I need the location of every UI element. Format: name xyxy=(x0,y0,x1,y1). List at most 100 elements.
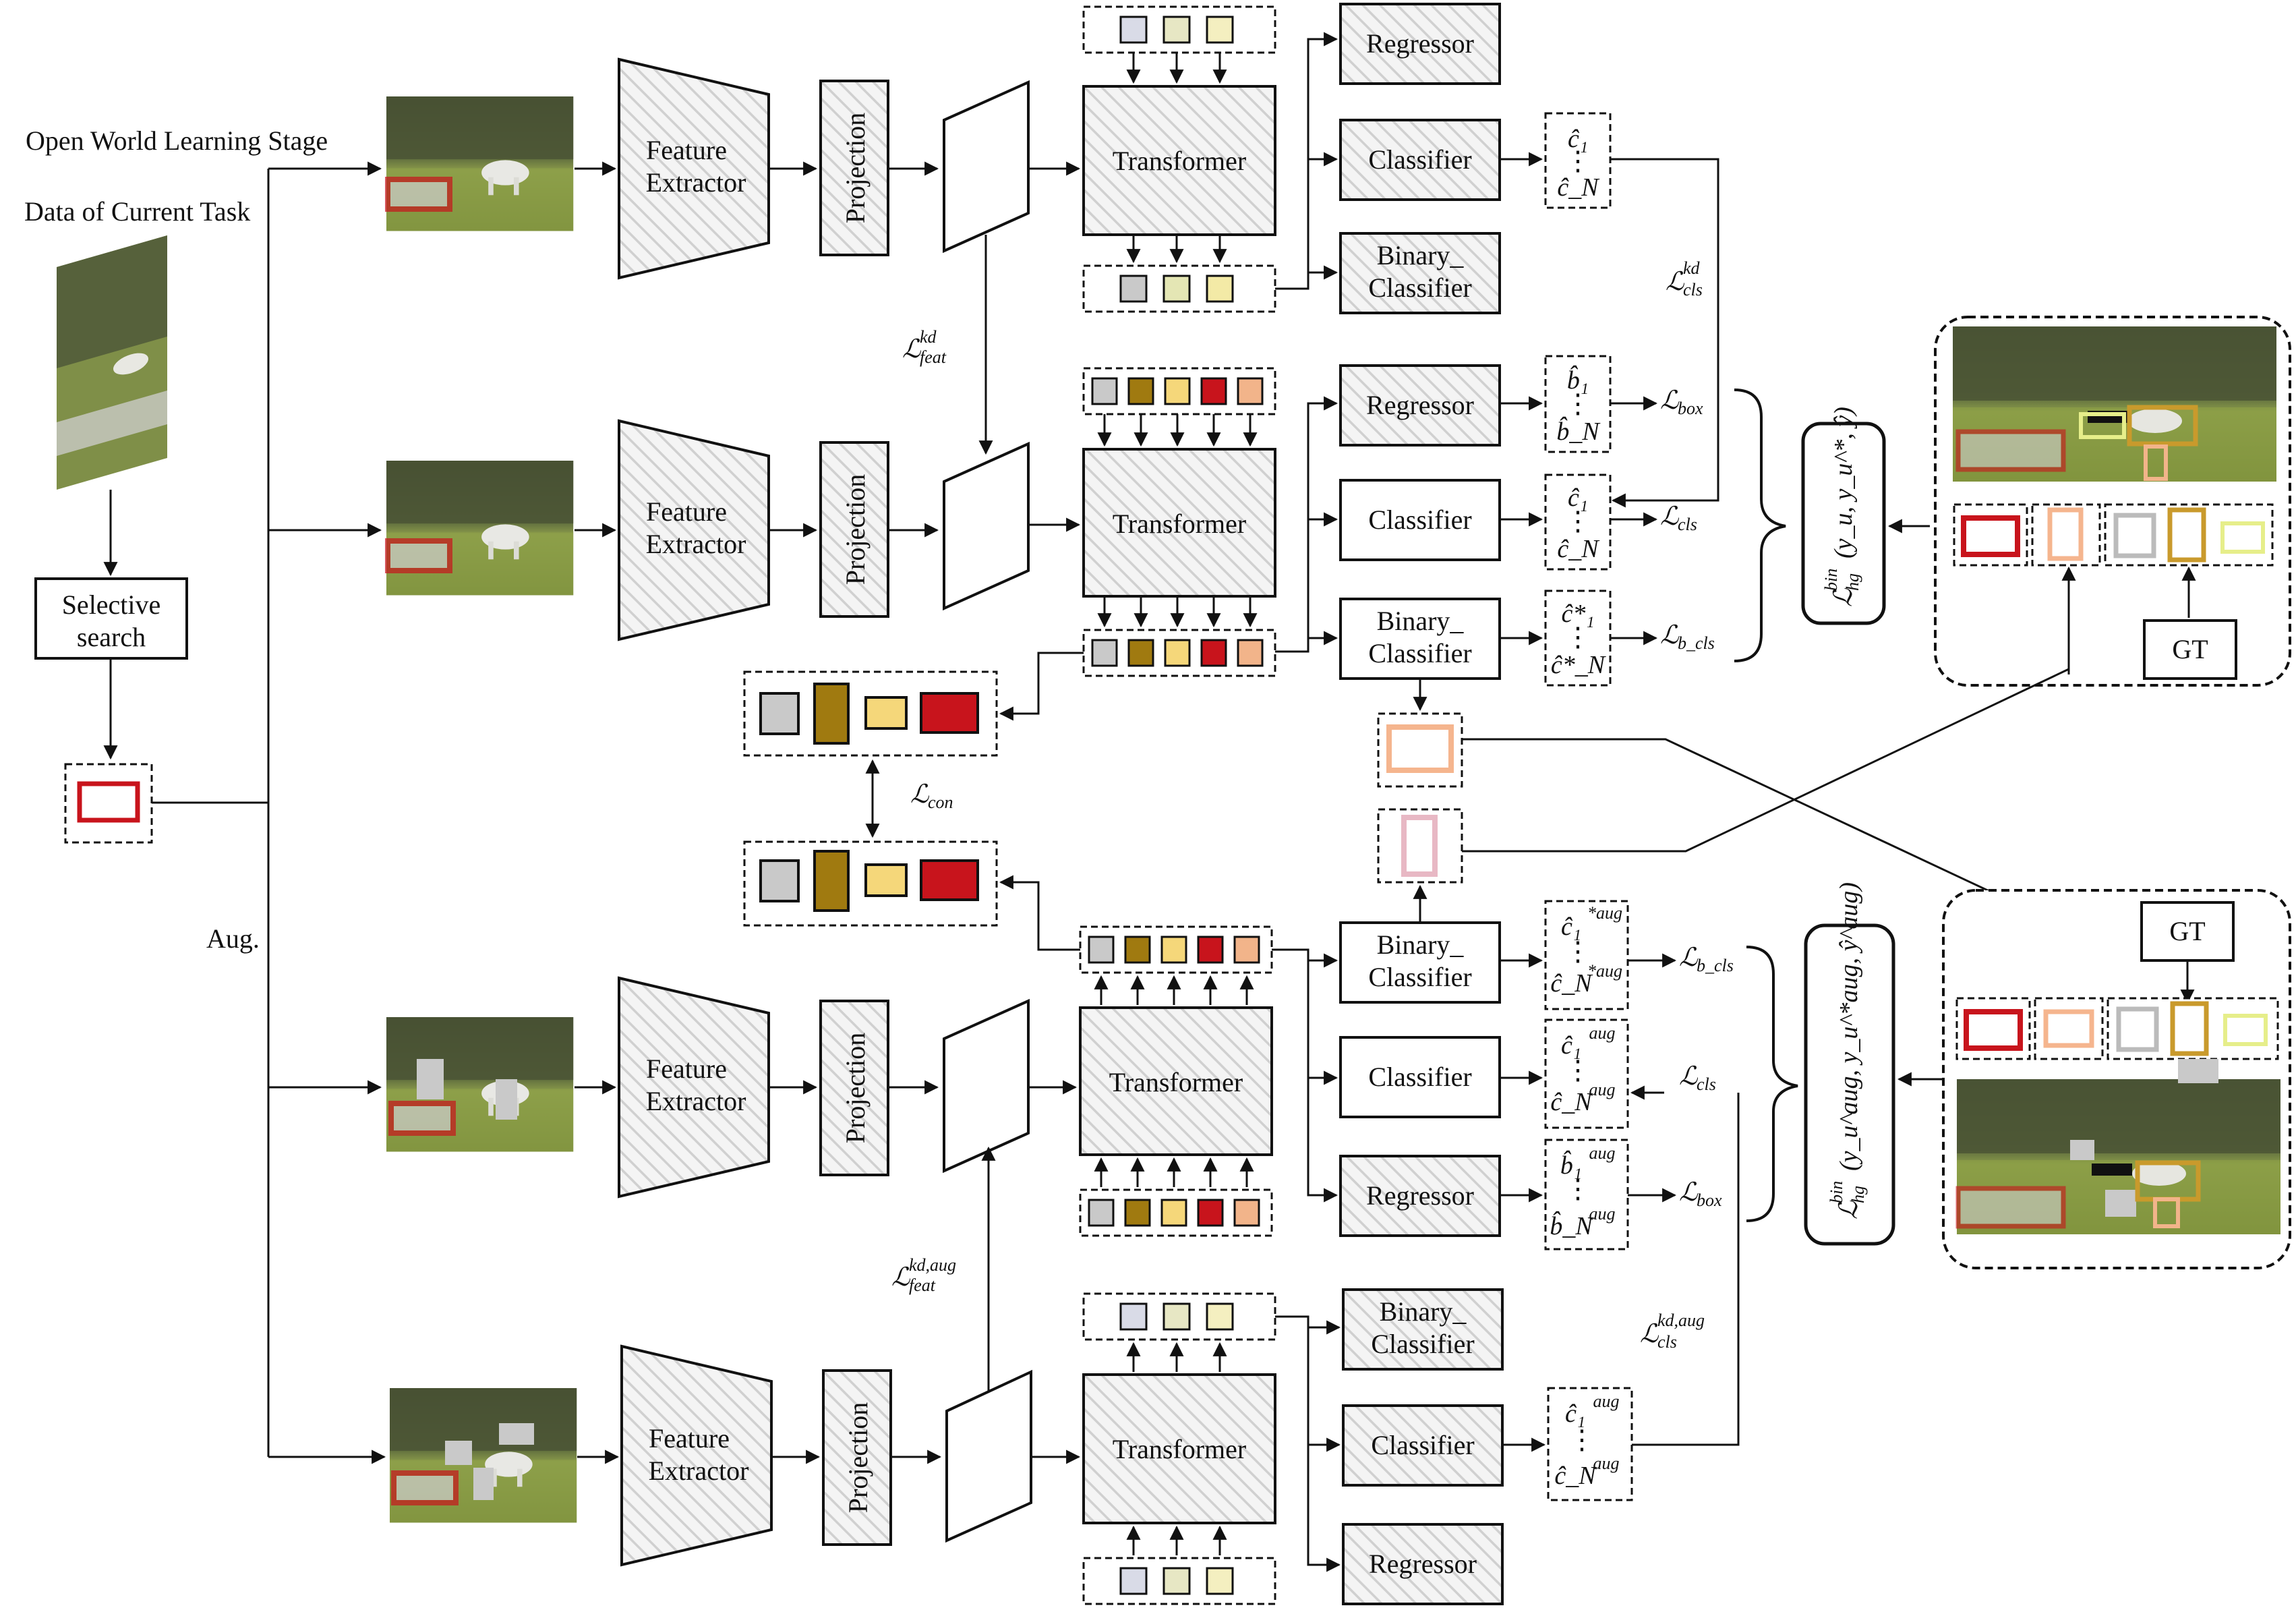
row4-regressor-label: Regressor xyxy=(1369,1549,1477,1579)
row2-feature-extractor xyxy=(618,419,770,641)
selective-search-label-1: Selective xyxy=(62,590,161,620)
row1-dots: ⋮ xyxy=(1564,146,1591,176)
row3-fe-label-2: Extractor xyxy=(646,1086,746,1116)
row3-brace xyxy=(1746,946,1798,1222)
row1-classifier xyxy=(1339,119,1501,201)
row4-fe-label-1: Feature xyxy=(649,1423,730,1454)
row2-regressor xyxy=(1339,364,1501,447)
row3-cN-sup: aug xyxy=(1589,1080,1616,1099)
row1-class-preds xyxy=(1544,112,1612,209)
row4-feature-extractor xyxy=(620,1344,773,1567)
row4-projection-label: Projection xyxy=(843,1402,873,1513)
row1-c1: ĉ₁ xyxy=(1568,125,1588,153)
row1-cN: ĉ_N xyxy=(1557,173,1600,202)
row3-b1: b̂₁ xyxy=(1560,1150,1582,1180)
row2-box-preds xyxy=(1544,355,1612,453)
row3-csN: ĉ_N xyxy=(1550,969,1593,998)
row4-transformer-label: Transformer xyxy=(1113,1434,1247,1464)
loss-cls-kd-sub: cls xyxy=(1683,280,1703,299)
row1-bc-label-2: Classifier xyxy=(1368,272,1471,303)
row3-transformer xyxy=(1079,1006,1273,1156)
row3-regressor xyxy=(1339,1155,1501,1237)
loss-bcls-sub: b_cls xyxy=(1678,633,1715,653)
gt-box-bottom xyxy=(2140,901,2235,962)
row2-csN: ĉ*_N xyxy=(1551,651,1607,679)
row3-b1-sup: aug xyxy=(1589,1143,1616,1163)
row4-class-preds xyxy=(1547,1387,1633,1501)
pseudo-box-bottom xyxy=(1377,808,1463,884)
row3-projection-label: Projection xyxy=(840,1033,871,1143)
loss-bcls: ℒ xyxy=(1660,621,1680,650)
loss-bcls-aug-sub: b_cls xyxy=(1697,956,1734,975)
row3-binary-classifier xyxy=(1339,921,1501,1004)
loss-hg-aug: ℒ xyxy=(1835,1200,1863,1219)
row2-bc-label-2: Classifier xyxy=(1368,638,1471,668)
row4-classifier xyxy=(1342,1404,1504,1487)
row1-bc-label-1: Binary_ xyxy=(1377,240,1465,270)
stage-title: Open World Learning Stage xyxy=(26,125,328,156)
row1-fe-label-1: Feature xyxy=(646,135,727,165)
row4-transformer xyxy=(1082,1373,1276,1524)
row2-fe-label-1: Feature xyxy=(646,496,727,527)
row1-classifier-label: Classifier xyxy=(1368,144,1471,175)
loss-con: ℒ xyxy=(910,780,930,809)
gt-box-top xyxy=(2143,619,2237,680)
row4-bc-label-2: Classifier xyxy=(1371,1329,1474,1359)
row2-fe-label-2: Extractor xyxy=(646,529,746,559)
row2-transformer-label: Transformer xyxy=(1113,509,1247,539)
row1-projection-label: Projection xyxy=(840,113,871,223)
row4-binary-classifier xyxy=(1342,1288,1504,1371)
row3-regressor-label: Regressor xyxy=(1366,1180,1474,1211)
row4-cdots: ⋮ xyxy=(1568,1425,1595,1455)
row4-regressor xyxy=(1342,1523,1504,1605)
row2-cN: ĉ_N xyxy=(1557,535,1600,563)
row2-classifier xyxy=(1339,479,1501,561)
row4-c1: ĉ₁ xyxy=(1565,1400,1585,1428)
loss-box-aug-sub: box xyxy=(1697,1190,1722,1210)
loss-cls-kd-aug-sub: cls xyxy=(1657,1332,1677,1352)
loss-hg-sup: bin xyxy=(1821,569,1841,591)
loss-box-sub: box xyxy=(1678,399,1703,418)
row2-image xyxy=(386,461,574,596)
row3-projection xyxy=(819,1000,889,1176)
row4-fe-label-2: Extractor xyxy=(649,1456,749,1486)
row2-b1: b̂₁ xyxy=(1567,365,1589,395)
loss-feat-kd-sup: kd xyxy=(920,327,937,347)
row2-brace xyxy=(1734,389,1786,662)
row3-bdots: ⋮ xyxy=(1564,1174,1591,1204)
row1-binary-classifier xyxy=(1339,232,1501,314)
loss-bcls-aug: ℒ xyxy=(1679,944,1699,972)
selective-search-label-2: search xyxy=(77,622,146,652)
row3-bin-preds xyxy=(1544,900,1629,1010)
row1-regressor xyxy=(1339,3,1501,85)
row3-classifier xyxy=(1339,1036,1501,1118)
loss-hg-args: (y_u, y_u^*, ŷ) xyxy=(1829,407,1858,558)
row3-fe-label-1: Feature xyxy=(646,1054,727,1084)
data-title: Data of Current Task xyxy=(24,196,250,227)
row3-cdots: ⋮ xyxy=(1564,1055,1591,1085)
row2-transformer xyxy=(1082,448,1276,598)
row2-cs1: ĉ*₁ xyxy=(1561,600,1594,628)
loss-hg-box xyxy=(1801,422,1886,625)
row2-bN: b̂_N xyxy=(1556,416,1601,446)
row3-csN-sup: *aug xyxy=(1587,961,1622,981)
row3-c1-sup: aug xyxy=(1589,1023,1616,1043)
loss-cls-kd-sup: kd xyxy=(1683,258,1701,278)
loss-feat-kd-aug: ℒ xyxy=(891,1263,911,1292)
row1-feature-map xyxy=(943,80,1030,254)
row2-bdots: ⋮ xyxy=(1564,389,1591,419)
row3-class-preds xyxy=(1544,1018,1629,1129)
row3-cs1-sup: *aug xyxy=(1587,903,1622,923)
row3-classifier-label: Classifier xyxy=(1368,1062,1471,1092)
row4-classifier-label: Classifier xyxy=(1371,1430,1474,1460)
row2-csdots: ⋮ xyxy=(1564,622,1591,652)
row3-csdots: ⋮ xyxy=(1564,936,1591,967)
row2-feature-map xyxy=(943,441,1030,611)
input-image xyxy=(57,235,167,490)
row3-feature-map xyxy=(943,998,1030,1174)
row1-fe-label-2: Extractor xyxy=(646,167,746,198)
loss-con-sub: con xyxy=(928,793,953,812)
aug-label: Aug. xyxy=(206,923,260,954)
gt-label-top: GT xyxy=(2172,634,2208,664)
